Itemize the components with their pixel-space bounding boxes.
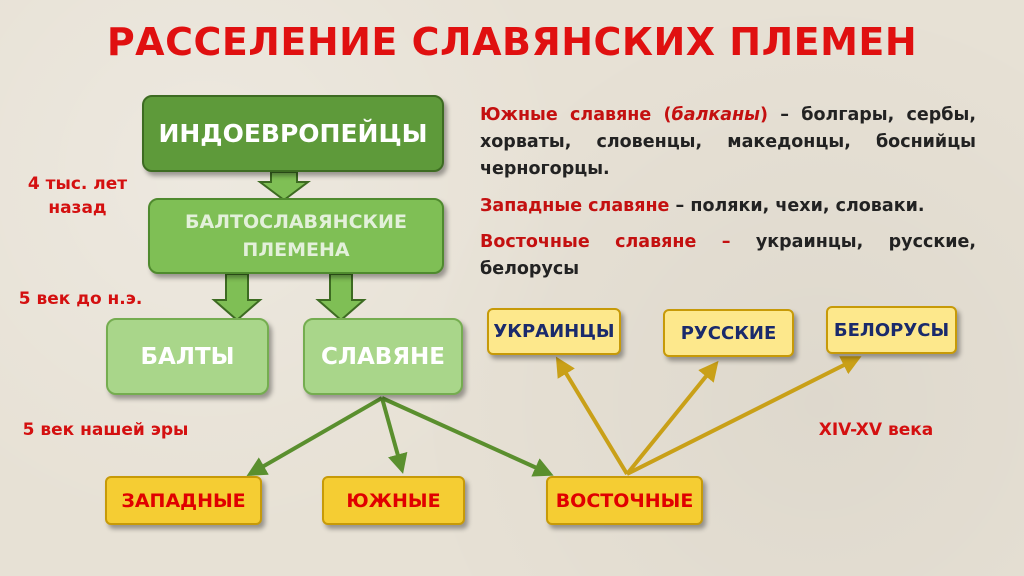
box-russkie: РУССКИЕ — [663, 309, 794, 357]
label-4000-line2: назад — [48, 198, 107, 218]
desc-east-slavs: Восточные славяне – украинцы, русские, б… — [480, 229, 976, 283]
box-vostochnye: ВОСТОЧНЫЕ — [546, 476, 703, 525]
box-slavyane: СЛАВЯНЕ — [303, 318, 463, 395]
desc-west-slavs: Западные славяне – поляки, чехи, словаки… — [480, 193, 976, 220]
arrow-slavyane-to-zapadnye — [246, 396, 383, 476]
box-belorusy-label: БЕЛОРУСЫ — [833, 319, 950, 341]
label-5th-century-ad: 5 век нашей эры — [22, 420, 189, 440]
label-5th-century-bc: 5 век до н.э. — [18, 289, 143, 309]
label-4000-line1: 4 тыс. лет — [27, 174, 128, 194]
desc-west-text: – поляки, чехи, словаки. — [669, 196, 925, 216]
desc-east-head: Восточные славяне – — [480, 232, 731, 252]
box-slavyane-label: СЛАВЯНЕ — [321, 343, 445, 370]
box-belorusy: БЕЛОРУСЫ — [826, 306, 957, 354]
arrow-vostochnye-to-belorusy — [626, 356, 862, 476]
box-vostochnye-label: ВОСТОЧНЫЕ — [555, 489, 694, 512]
desc-south-head: Южные славяне — [480, 105, 652, 125]
box-balty-label: БАЛТЫ — [140, 343, 235, 370]
arrow-slavyane-to-vostochnye — [381, 396, 554, 477]
box-baltoslavic: БАЛТОСЛАВЯНСКИЕ ПЛЕМЕНА — [148, 198, 444, 274]
box-balty: БАЛТЫ — [106, 318, 269, 395]
arrow-vostochnye-to-russkie — [625, 360, 719, 476]
page-title: РАССЕЛЕНИЕ СЛАВЯНСКИХ ПЛЕМЕН — [106, 20, 918, 64]
desc-south-paren-open: ( — [651, 105, 672, 125]
box-zapadnye: ЗАПАДНЫЕ — [105, 476, 262, 525]
box-indoeuropeans-label: ИНДОЕВРОПЕЙЦЫ — [158, 119, 428, 148]
block-arrow-baltoslav-to-slavyane — [315, 273, 367, 322]
desc-east-text: украинцы, русские, белорусы — [480, 232, 976, 279]
desc-west-head: Западные славяне — [480, 196, 670, 216]
box-russkie-label: РУССКИЕ — [680, 322, 777, 344]
label-4000-years-ago: 4 тыс. лет назад — [20, 172, 135, 220]
box-zapadnye-label: ЗАПАДНЫЕ — [121, 489, 246, 512]
box-yuzhnye: ЮЖНЫЕ — [322, 476, 465, 525]
desc-south-text: – болгары, сербы, хорваты, словенцы, мак… — [480, 105, 976, 179]
box-baltoslavic-line1: БАЛТОСЛАВЯНСКИЕ — [185, 211, 407, 233]
box-indoeuropeans: ИНДОЕВРОПЕЙЦЫ — [142, 95, 444, 172]
box-ukraintsy-label: УКРАИНЦЫ — [493, 321, 615, 342]
block-arrow-baltoslav-to-balty — [211, 273, 263, 322]
box-baltoslavic-line2: ПЛЕМЕНА — [242, 239, 350, 261]
desc-south-paren-close: ) — [760, 105, 768, 125]
desc-south-slavs: Южные славяне (балканы) – болгары, сербы… — [480, 102, 976, 183]
arrow-slavyane-to-yuzhnye — [380, 397, 408, 474]
box-ukraintsy: УКРАИНЦЫ — [487, 308, 621, 355]
label-14-15-centuries: XIV-XV века — [818, 420, 934, 440]
block-arrow-indo-to-baltoslav — [257, 171, 311, 202]
desc-south-balkans: балканы — [671, 105, 760, 125]
arrow-vostochnye-to-ukraintsy — [555, 356, 629, 476]
box-yuzhnye-label: ЮЖНЫЕ — [346, 489, 441, 512]
